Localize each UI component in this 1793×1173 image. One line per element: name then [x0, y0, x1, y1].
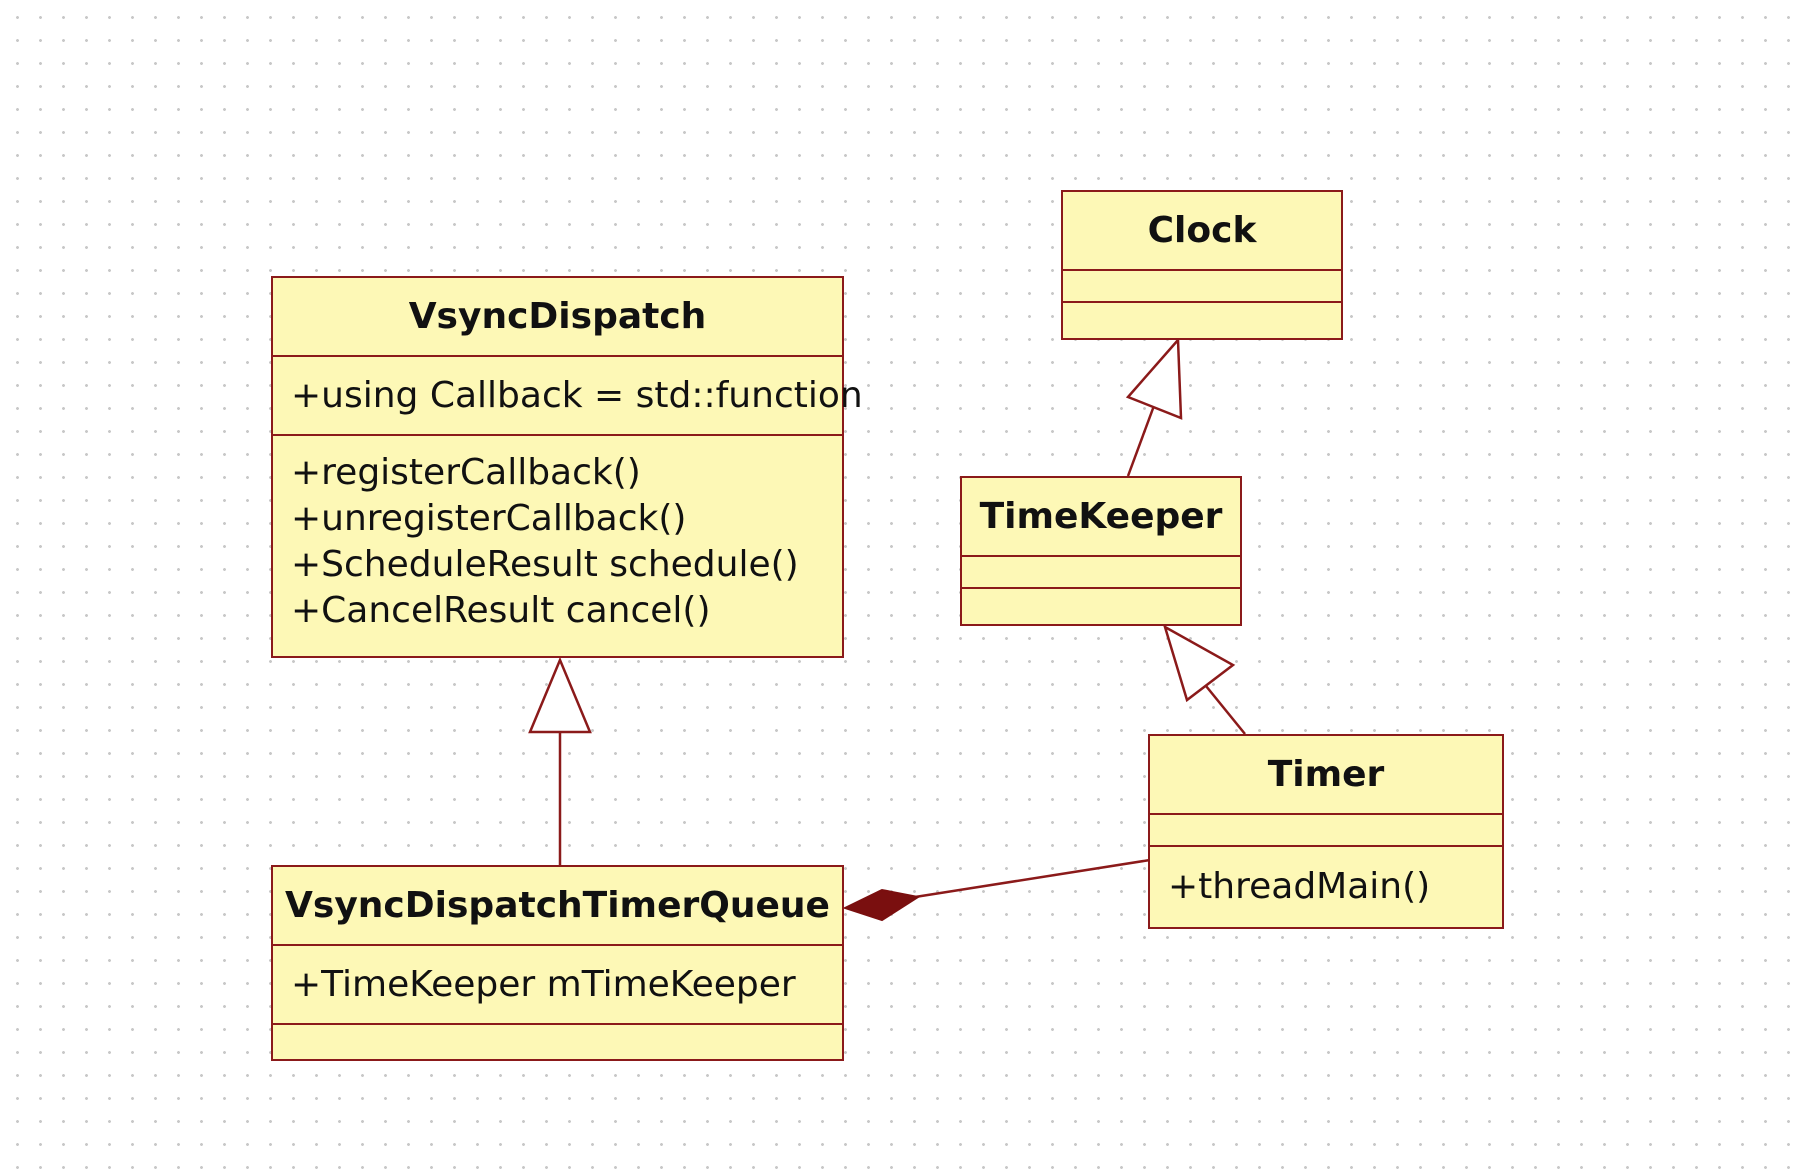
generalization-arrowhead-vsyncdispatch — [528, 656, 592, 734]
attribute: +using Callback = std::function — [291, 374, 863, 416]
attributes-compartment — [962, 557, 1240, 589]
operations-compartment: +registerCallback() +unregisterCallback(… — [273, 436, 842, 656]
attribute: +TimeKeeper mTimeKeeper — [291, 963, 796, 1005]
operation: +threadMain() — [1168, 866, 1431, 907]
composition-line-timer-timerqueue — [914, 858, 1151, 899]
class-vsyncdispatchtimerqueue[interactable]: VsyncDispatchTimerQueue +TimeKeeper mTim… — [271, 865, 844, 1061]
operations-compartment — [1063, 303, 1341, 338]
class-name: TimeKeeper — [962, 478, 1240, 557]
generalization-line-timer-timekeeper — [1205, 685, 1246, 735]
class-name: VsyncDispatchTimerQueue — [273, 867, 842, 946]
attributes-compartment: +using Callback = std::function — [273, 357, 863, 436]
class-name: Clock — [1063, 192, 1341, 271]
generalization-line-timekeeper-clock — [1126, 402, 1157, 477]
class-vsyncdispatch[interactable]: VsyncDispatch +using Callback = std::fun… — [271, 276, 863, 658]
attributes-compartment — [1063, 271, 1341, 303]
class-timer[interactable]: Timer +threadMain() — [1148, 734, 1504, 929]
operations-compartment — [273, 1025, 842, 1059]
operation: +registerCallback() — [291, 452, 641, 493]
class-name: VsyncDispatch — [273, 278, 842, 357]
attributes-compartment — [1150, 815, 1502, 847]
class-timekeeper[interactable]: TimeKeeper — [960, 476, 1242, 626]
class-name: Timer — [1150, 736, 1502, 815]
operations-compartment — [962, 589, 1240, 624]
class-clock[interactable]: Clock — [1061, 190, 1343, 340]
generalization-arrowhead-timekeeper — [1162, 624, 1236, 703]
generalization-arrowhead-clock — [1125, 336, 1183, 420]
composition-diamond — [842, 888, 921, 922]
operations-compartment: +threadMain() — [1150, 847, 1502, 927]
operation: +CancelResult cancel() — [291, 590, 711, 631]
operation: +unregisterCallback() — [291, 498, 687, 539]
attributes-compartment: +TimeKeeper mTimeKeeper — [273, 946, 842, 1025]
operation: +ScheduleResult schedule() — [291, 544, 799, 585]
